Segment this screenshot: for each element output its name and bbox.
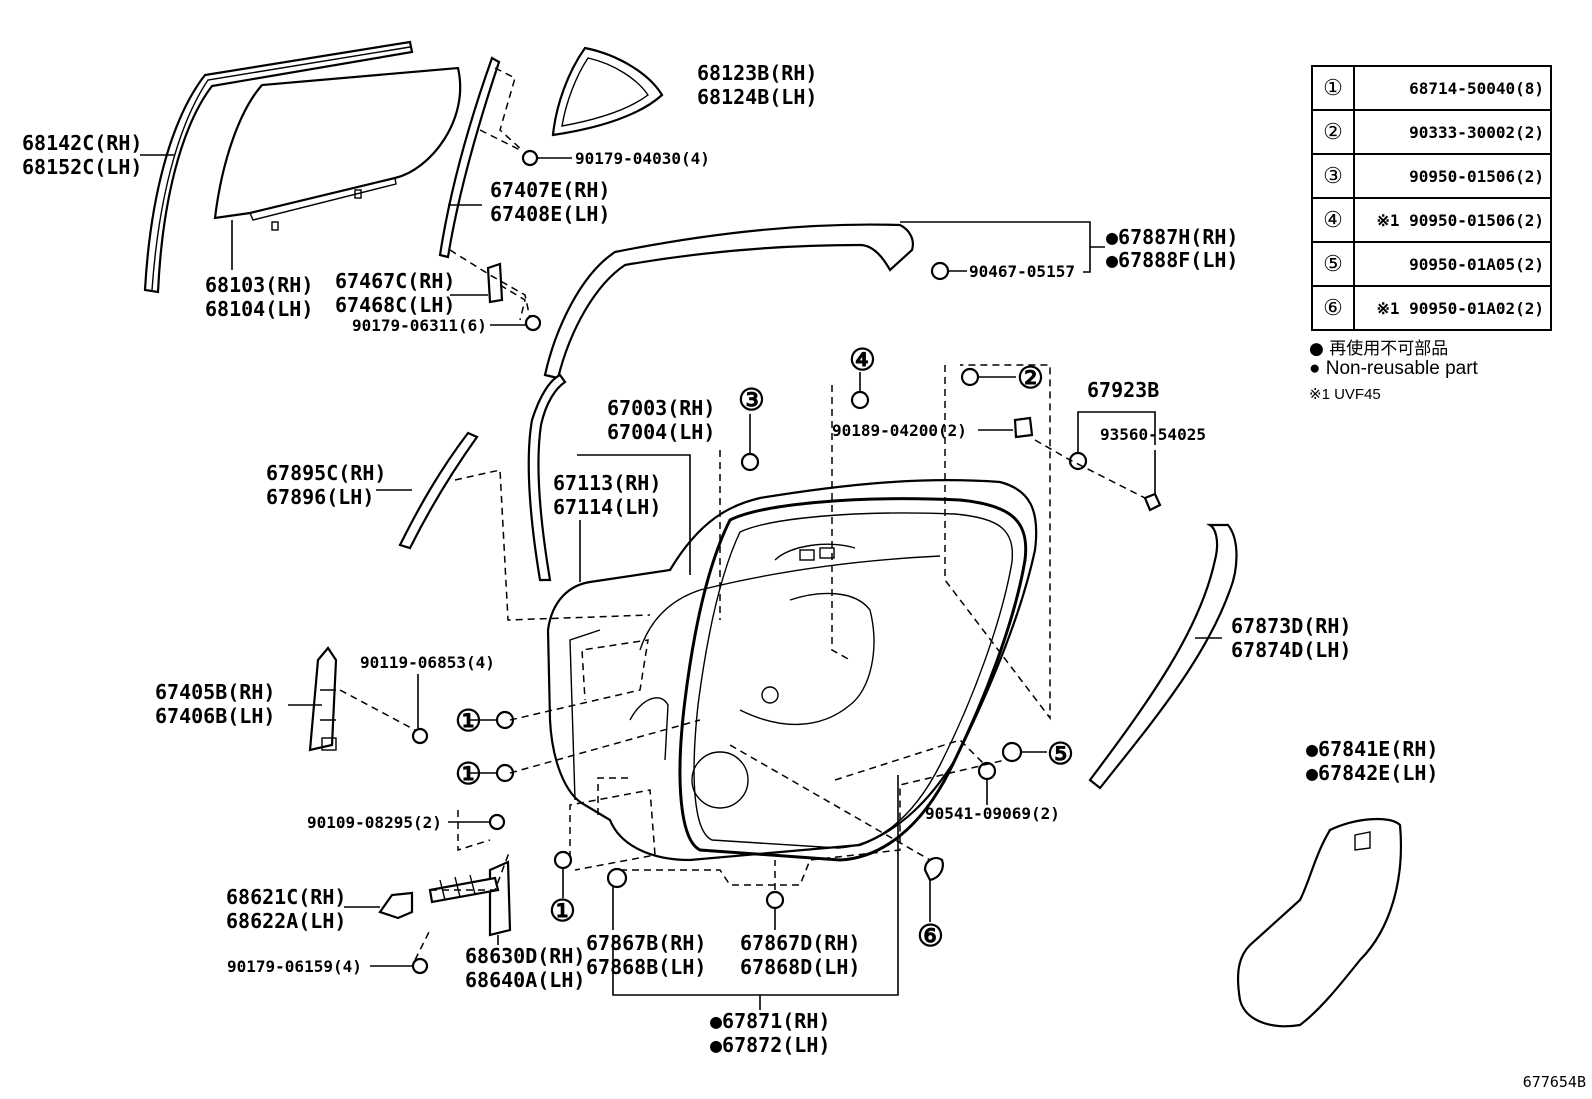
fasteners — [411, 149, 1162, 975]
note-uvf45: ※1 UVF45 — [1309, 386, 1381, 403]
label-90467-05157: 90467-05157 — [969, 262, 1075, 281]
label-67405-rh: 67405B(RH) — [155, 680, 275, 704]
callout-6: ⑥ — [917, 919, 944, 954]
callout-5: ⑤ — [1047, 737, 1074, 772]
label-67407-rh: 67407E(RH) — [490, 178, 610, 202]
label-67895-lh: 67896(LH) — [266, 485, 374, 509]
callout-3: ③ — [738, 383, 765, 418]
label-90109-08295: 90109-08295(2) — [307, 813, 442, 832]
label-67467-lh: 67468C(LH) — [335, 293, 455, 317]
legend-value: 90950-01506(2) — [1353, 153, 1552, 199]
legend-key: ④ — [1311, 197, 1355, 243]
callout-1c: ① — [549, 894, 576, 929]
label-67873-rh: 67873D(RH) — [1231, 614, 1351, 638]
label-68630-lh: 68640A(LH) — [465, 968, 585, 992]
outer-molding-strip — [398, 431, 479, 550]
division-bar-run — [438, 56, 501, 259]
callout-markers: ① ① ① ② ③ ④ ⑤ ⑥ — [455, 343, 1074, 954]
label-67923b: 67923B — [1087, 378, 1159, 402]
window-regulator — [308, 646, 338, 752]
label-67871-lh: ●67872(LH) — [710, 1033, 830, 1057]
legend-value: ※1 90950-01A02(2) — [1353, 285, 1552, 331]
legend-key: ③ — [1311, 153, 1355, 199]
door-panel — [546, 479, 1038, 862]
label-68621-rh: 68621C(RH) — [226, 885, 346, 909]
note-non-reusable-en: ● Non-reusable part — [1309, 358, 1478, 379]
door-glass — [213, 66, 462, 231]
label-90179-04030: 90179-04030(4) — [575, 149, 710, 168]
legend-key: ⑤ — [1311, 241, 1355, 287]
legend-row: ⑥※1 90950-01A02(2) — [1311, 285, 1552, 331]
label-68142-lh: 68152C(LH) — [22, 155, 142, 179]
glass-run-left — [527, 373, 567, 582]
legend-key: ② — [1311, 109, 1355, 155]
leader-lines — [140, 154, 1222, 1010]
legend-key: ⑥ — [1311, 285, 1355, 331]
legend-value: 90950-01A05(2) — [1353, 241, 1552, 287]
label-67895-rh: 67895C(RH) — [266, 461, 386, 485]
legend-value: 68714-50040(8) — [1353, 65, 1552, 111]
callout-1a: ① — [455, 704, 482, 739]
label-68142-rh: 68142C(RH) — [22, 131, 142, 155]
label-67867d-lh: 67868D(LH) — [740, 955, 860, 979]
label-67871-rh: ●67871(RH) — [710, 1009, 830, 1033]
label-67841-rh: ●67841E(RH) — [1306, 737, 1438, 761]
label-67867d-rh: 67867D(RH) — [740, 931, 860, 955]
callout-1b: ① — [455, 757, 482, 792]
label-67873-lh: 67874D(LH) — [1231, 638, 1351, 662]
label-90119-06853: 90119-06853(4) — [360, 653, 495, 672]
label-67113-rh: 67113(RH) — [553, 471, 661, 495]
legend-value: 90333-30002(2) — [1353, 109, 1552, 155]
label-67113-lh: 67114(LH) — [553, 495, 661, 519]
label-90189-04200: 90189-04200(2) — [832, 421, 967, 440]
note-non-reusable-jp: ● 再使用不可部品 — [1309, 339, 1449, 359]
legend-key: ① — [1311, 65, 1355, 111]
label-67407-lh: 67408E(LH) — [490, 202, 610, 226]
door-check — [428, 860, 512, 937]
outer-weatherstrip — [1088, 523, 1238, 790]
legend-value: ※1 90950-01506(2) — [1353, 197, 1552, 243]
figure-id: 677654B — [1522, 1073, 1586, 1091]
door-hinge — [378, 891, 414, 920]
label-68123-rh: 68123B(RH) — [697, 61, 817, 85]
label-68103-lh: 68104(LH) — [205, 297, 313, 321]
label-67467-rh: 67467C(RH) — [335, 269, 455, 293]
label-90179-06159: 90179-06159(4) — [227, 957, 362, 976]
label-90541-09069: 90541-09069(2) — [925, 804, 1060, 823]
callout-4: ④ — [849, 343, 876, 378]
label-67003-rh: 67003(RH) — [607, 396, 715, 420]
part-labels: 68142C(RH) 68152C(LH) 68103(RH) 68104(LH… — [22, 61, 1438, 1057]
dashed-lines — [339, 67, 1146, 961]
label-90179-06311: 90179-06311(6) — [352, 316, 487, 335]
callout-2: ② — [1017, 361, 1044, 396]
window-run-outer — [143, 40, 414, 294]
label-68123-lh: 68124B(LH) — [697, 85, 817, 109]
label-67867b-rh: 67867B(RH) — [586, 931, 706, 955]
label-67003-lh: 67004(LH) — [607, 420, 715, 444]
legend-row: ④※1 90950-01506(2) — [1311, 197, 1552, 243]
label-68103-rh: 68103(RH) — [205, 273, 313, 297]
belt-molding — [543, 223, 914, 380]
label-93560-54025: 93560-54025 — [1100, 425, 1206, 444]
label-67841-lh: ●67842E(LH) — [1306, 761, 1438, 785]
hole-cover — [1236, 817, 1403, 1028]
label-68630-rh: 68630D(RH) — [465, 944, 585, 968]
label-67867b-lh: 67868B(LH) — [586, 955, 706, 979]
quarter-window — [551, 46, 664, 137]
label-67405-lh: 67406B(LH) — [155, 704, 275, 728]
label-67887-rh: ●67887H(RH) — [1106, 225, 1238, 249]
label-68621-lh: 68622A(LH) — [226, 909, 346, 933]
label-67887-lh: ●67888F(LH) — [1106, 248, 1238, 272]
